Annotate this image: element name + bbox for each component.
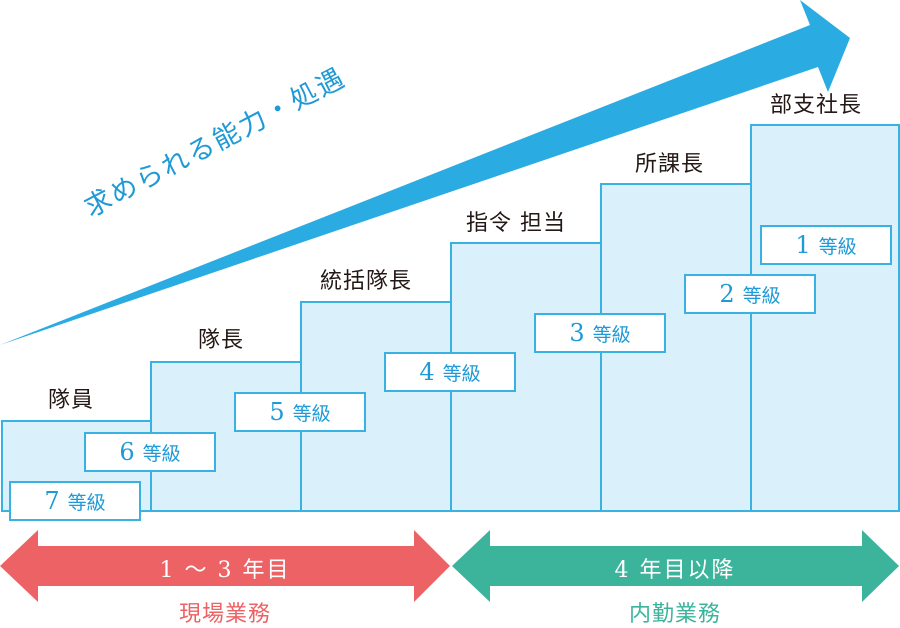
grade-badge-5: 5 等級 bbox=[234, 392, 366, 432]
grade-unit: 等級 bbox=[442, 362, 481, 385]
grade-unit: 等級 bbox=[592, 323, 631, 346]
phase-years-field: 1 〜 3 年目 bbox=[159, 558, 291, 583]
grade-unit: 等級 bbox=[67, 491, 106, 514]
grade-number: 6 bbox=[119, 438, 135, 466]
role-label-captain: 隊長 bbox=[198, 328, 245, 353]
role-label-member: 隊員 bbox=[48, 388, 95, 413]
grade-number: 4 bbox=[419, 358, 435, 386]
grade-badge-4: 4 等級 bbox=[384, 352, 516, 392]
grade-unit: 等級 bbox=[742, 284, 781, 307]
grade-unit: 等級 bbox=[818, 235, 857, 258]
phase-name-field: 現場業務 bbox=[178, 602, 271, 627]
phase-arrow-field bbox=[0, 530, 450, 602]
grade-number: 5 bbox=[269, 398, 285, 426]
grade-badge-2: 2 等級 bbox=[684, 274, 816, 314]
phase-name-office: 内勤業務 bbox=[628, 602, 721, 627]
role-label-dispatch: 指令 担当 bbox=[466, 211, 566, 236]
grade-unit: 等級 bbox=[292, 402, 331, 425]
phase-years-office: 4 年目以降 bbox=[614, 558, 736, 583]
grade-number: 2 bbox=[719, 280, 735, 308]
grade-badge-3: 3 等級 bbox=[534, 313, 666, 353]
grade-number: 1 bbox=[795, 231, 811, 259]
grade-unit: 等級 bbox=[142, 442, 181, 465]
phase-arrow-office bbox=[452, 530, 899, 602]
role-label-section-manager: 所課長 bbox=[635, 152, 705, 177]
grade-badge-6: 6 等級 bbox=[84, 432, 216, 472]
role-label-branch-head: 部支社長 bbox=[770, 93, 863, 118]
grade-number: 7 bbox=[44, 487, 60, 515]
grade-badge-1: 1 等級 bbox=[760, 225, 892, 265]
role-label-chief-captain: 統括隊長 bbox=[320, 269, 413, 294]
grade-number: 3 bbox=[569, 319, 585, 347]
grade-badge-7: 7 等級 bbox=[9, 481, 141, 521]
step-box-6 bbox=[750, 124, 900, 512]
